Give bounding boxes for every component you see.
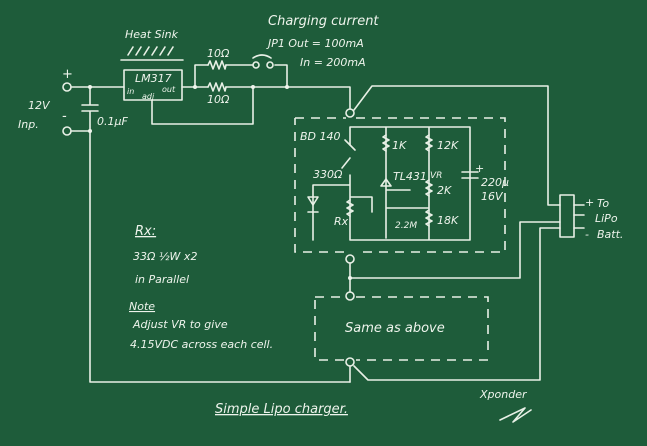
heatsink-label: Heat Sink [125, 28, 179, 41]
input-minus: - [62, 109, 67, 124]
r1k-label: 1K [392, 139, 407, 152]
r18k-label: 18K [437, 214, 459, 227]
diagram-title: Simple Lipo charger. [215, 402, 348, 417]
signature: Xponder [479, 388, 528, 401]
heatsink-icon [120, 46, 184, 61]
note-title: Note [129, 300, 155, 313]
r2-label: 10Ω [207, 93, 230, 106]
input-voltage: 12V [28, 99, 51, 112]
regulator-name: LM317 [135, 72, 172, 85]
out-batt: Batt. [597, 228, 623, 241]
cell-charger-1: BD 140 330Ω Rx 1K 12K TL431 VR 2K 2.2M 1… [294, 108, 509, 264]
charging-title: Charging current [268, 14, 379, 29]
led-icon [307, 196, 319, 213]
input-label: Inp. [18, 118, 39, 131]
r12k-label: 12K [437, 139, 459, 152]
bd140-label: BD 140 [300, 130, 341, 143]
notes: Rx: 33Ω ½W x2 in Parallel Note Adjust VR… [129, 224, 273, 351]
pin-out: out [162, 85, 176, 94]
lm317-regulator: Heat Sink LM317 in out adj [120, 28, 184, 101]
vr2k-label: 2K [437, 184, 452, 197]
vr-label: VR [430, 171, 442, 181]
note-line1: Adjust VR to give [132, 318, 228, 331]
out-lipo: LiPo [595, 212, 618, 225]
input-plus: + [62, 67, 73, 82]
junction-dots [88, 85, 352, 280]
r330-label: 330Ω [313, 168, 343, 181]
tl431-label: TL431 [393, 170, 427, 183]
out-plus: + [585, 196, 594, 209]
r1-label: 10Ω [207, 47, 230, 60]
charging-current-note: Charging current JP1 Out = 100mA In = 20… [266, 14, 379, 69]
in-label: In = 200mA [300, 56, 366, 69]
r22m-label: 2.2M [395, 221, 417, 231]
tl431-icon [380, 178, 392, 187]
cap-plus: + [475, 162, 484, 175]
rx-value: 33Ω ½W x2 [133, 250, 197, 263]
capacitor-label: 0.1µF [97, 115, 128, 128]
note-line2: 4.15VDC across each cell. [130, 338, 273, 351]
input-terminals: + - 12V Inp. [18, 67, 73, 136]
rx-label: Rx [334, 215, 349, 228]
capacitor-220u-icon [461, 171, 479, 179]
wires [70, 64, 561, 383]
pin-in: in [127, 87, 134, 96]
transistor-icon [341, 139, 356, 169]
out-to: To [597, 197, 609, 210]
rx-parallel: in Parallel [135, 273, 189, 286]
rx-title: Rx: [135, 224, 156, 239]
jumper-icon [252, 54, 272, 59]
pin-adj: adj [142, 92, 155, 101]
battery-connector: + To LiPo - Batt. [559, 194, 623, 241]
same-as-above-label: Same as above [345, 321, 445, 336]
resistors: 10Ω 10Ω [207, 47, 274, 106]
cap-voltage: 16V [481, 190, 504, 203]
cell-charger-2: Same as above [314, 291, 489, 367]
out-minus: - [585, 228, 589, 241]
jp1-label: JP1 Out = 100mA [266, 37, 364, 50]
signature-scribble [499, 407, 532, 423]
cap-label: 220µ [481, 176, 509, 189]
